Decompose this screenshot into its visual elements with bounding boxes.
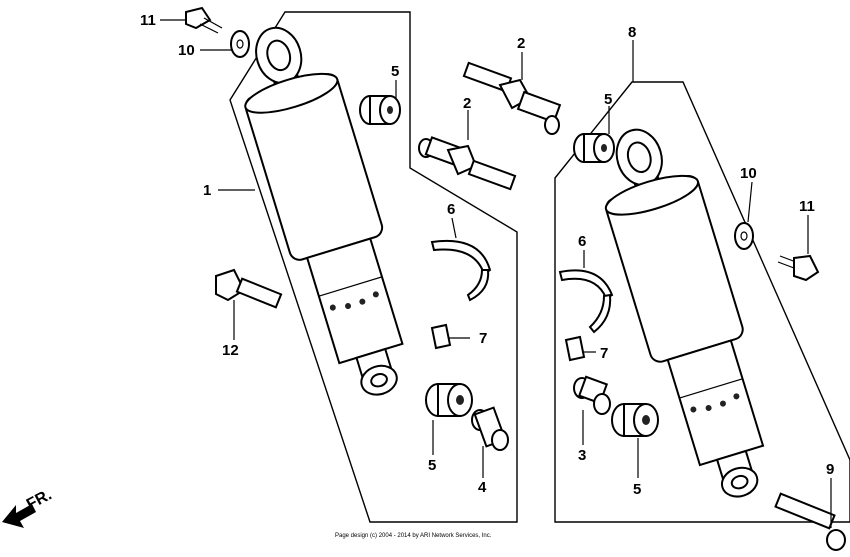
callout-7-right: 7	[600, 345, 608, 362]
callout-8: 8	[628, 24, 636, 41]
copyright-text: Page design (c) 2004 - 2014 by ARI Netwo…	[335, 533, 492, 539]
leader-lines	[160, 19, 832, 528]
bushing-5-upper-right[interactable]	[573, 133, 615, 163]
bolt-12[interactable]	[215, 268, 283, 309]
front-arrow-icon	[2, 504, 36, 528]
washer-10-right[interactable]	[734, 222, 754, 250]
collar-3[interactable]	[573, 375, 611, 415]
bushing-5-lower-left[interactable]	[425, 383, 473, 417]
pin-bolt-9[interactable]	[774, 492, 846, 551]
callout-10-left: 10	[178, 42, 195, 59]
right-shock-absorber[interactable]	[586, 116, 789, 509]
callout-11-left: 11	[140, 12, 156, 29]
bolt-11-left[interactable]	[185, 6, 223, 34]
callout-6-right: 6	[578, 233, 586, 250]
bushing-5-lower-right[interactable]	[611, 403, 659, 437]
callout-5-lower-left: 5	[428, 457, 436, 474]
callout-10-right: 10	[740, 165, 757, 182]
left-shock-absorber[interactable]	[226, 14, 429, 407]
callout-2-upper: 2	[517, 35, 525, 52]
bolt-11-right[interactable]	[777, 254, 820, 282]
callout-5-lower-right: 5	[633, 481, 641, 498]
callout-1: 1	[203, 182, 211, 199]
bushing-5-upper-left[interactable]	[359, 95, 401, 125]
callout-9: 9	[826, 461, 834, 478]
collar-4[interactable]	[471, 406, 509, 451]
callout-11-right: 11	[799, 198, 815, 215]
callout-5-upper-right: 5	[604, 91, 612, 108]
clip-6-left[interactable]	[430, 239, 492, 302]
callout-12: 12	[222, 342, 239, 359]
washer-10-left[interactable]	[230, 30, 250, 58]
callout-3: 3	[578, 447, 586, 464]
clip-6-right[interactable]	[558, 269, 614, 334]
callout-7-left: 7	[479, 330, 487, 347]
stud-bolt-2-lower[interactable]	[418, 136, 517, 191]
callout-2-lower: 2	[463, 95, 471, 112]
callout-4: 4	[478, 479, 487, 496]
plate-7-left[interactable]	[430, 323, 452, 350]
left-assembly-outline	[229, 11, 518, 523]
plate-7-right[interactable]	[564, 335, 586, 362]
right-assembly-outline	[554, 81, 850, 523]
callout-5-upper-left: 5	[391, 63, 399, 80]
stud-bolt-2-upper[interactable]	[462, 61, 562, 135]
callout-6-left: 6	[447, 201, 455, 218]
front-direction-indicator: FR.	[2, 486, 55, 528]
